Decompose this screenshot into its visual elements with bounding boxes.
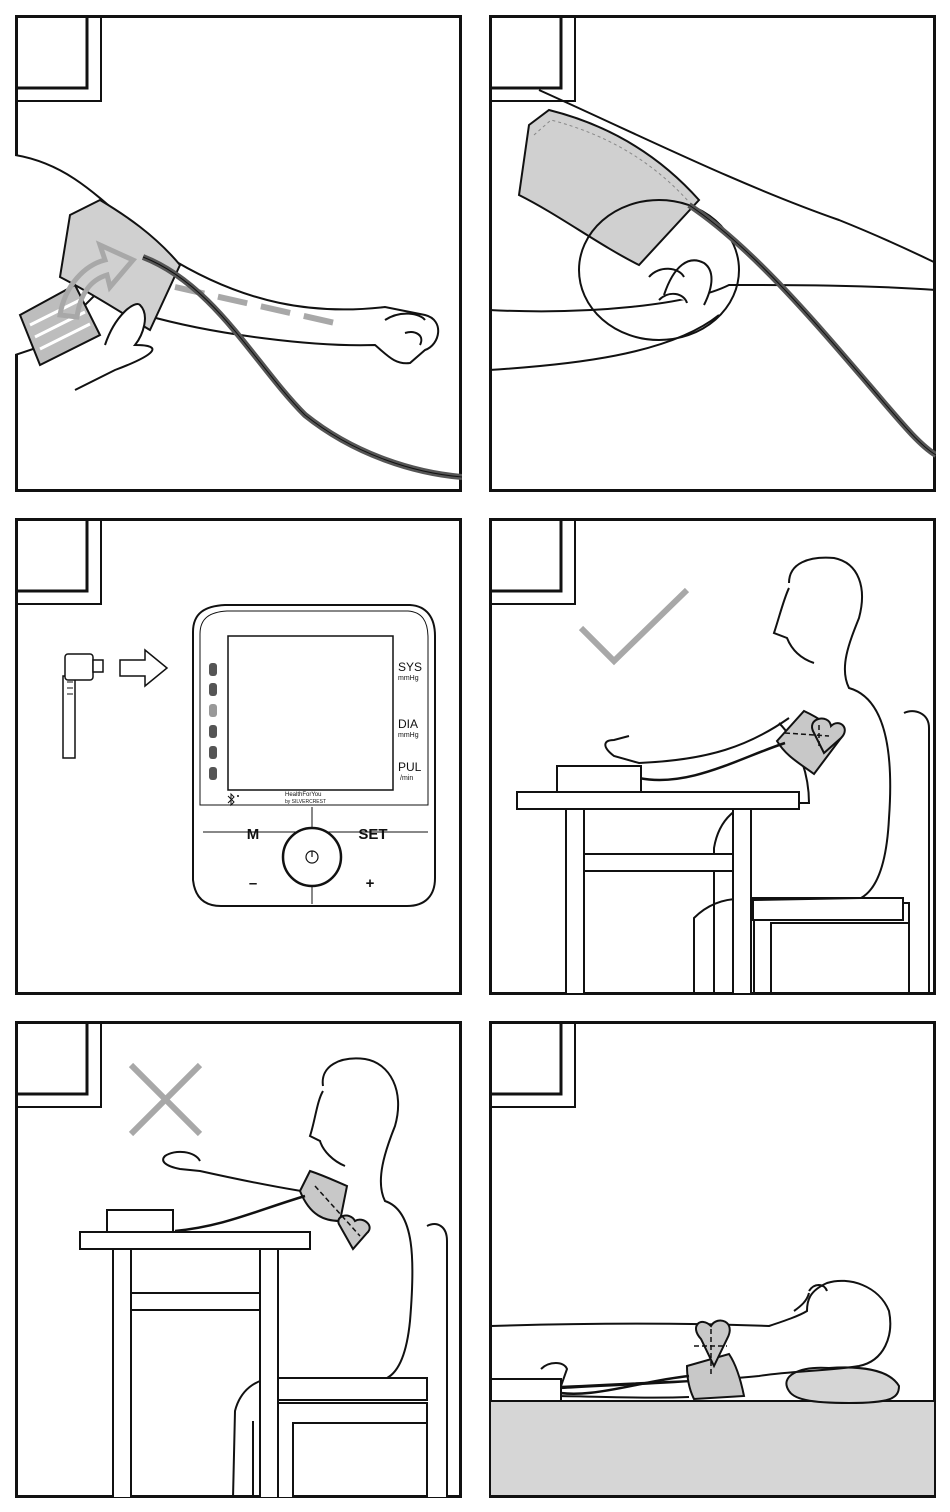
device-illustration: SYS mmHg DIA mmHg PUL /min HealthForYou … (15, 518, 462, 995)
set-button[interactable]: SET (358, 826, 387, 843)
attach-cuff-illustration (15, 15, 462, 492)
cross-mark-icon (131, 1065, 200, 1134)
cuff-closeup-illustration (489, 15, 936, 492)
plus-button[interactable]: + (366, 875, 375, 892)
panel-attach-cuff (15, 15, 462, 492)
panel-correct-posture (489, 518, 936, 995)
heart-icon (338, 1216, 369, 1249)
pul-label: PUL (398, 760, 422, 774)
check-mark-icon (581, 590, 687, 661)
panel-cuff-closeup (489, 15, 936, 492)
panel-wrong-posture (15, 1021, 462, 1498)
lying-posture-illustration (489, 1021, 936, 1498)
sys-unit: mmHg (398, 675, 419, 682)
dia-unit: mmHg (398, 732, 419, 739)
dia-label: DIA (398, 717, 418, 731)
cuff-plug (63, 654, 103, 758)
wrong-posture-illustration (15, 1021, 462, 1498)
panel-device: SYS mmHg DIA mmHg PUL /min HealthForYou … (15, 518, 462, 995)
bed (491, 1401, 934, 1495)
minus-button[interactable]: – (249, 875, 257, 892)
arrow-right-icon (120, 650, 167, 686)
m-button[interactable]: M (247, 826, 260, 843)
correct-posture-illustration (489, 518, 936, 995)
sys-label: SYS (398, 660, 422, 674)
brand-line2: by SILVERCREST (285, 799, 326, 805)
pul-unit: /min (400, 775, 413, 782)
panel-lying-posture (489, 1021, 936, 1498)
brand-line1: HealthForYou (285, 792, 321, 798)
